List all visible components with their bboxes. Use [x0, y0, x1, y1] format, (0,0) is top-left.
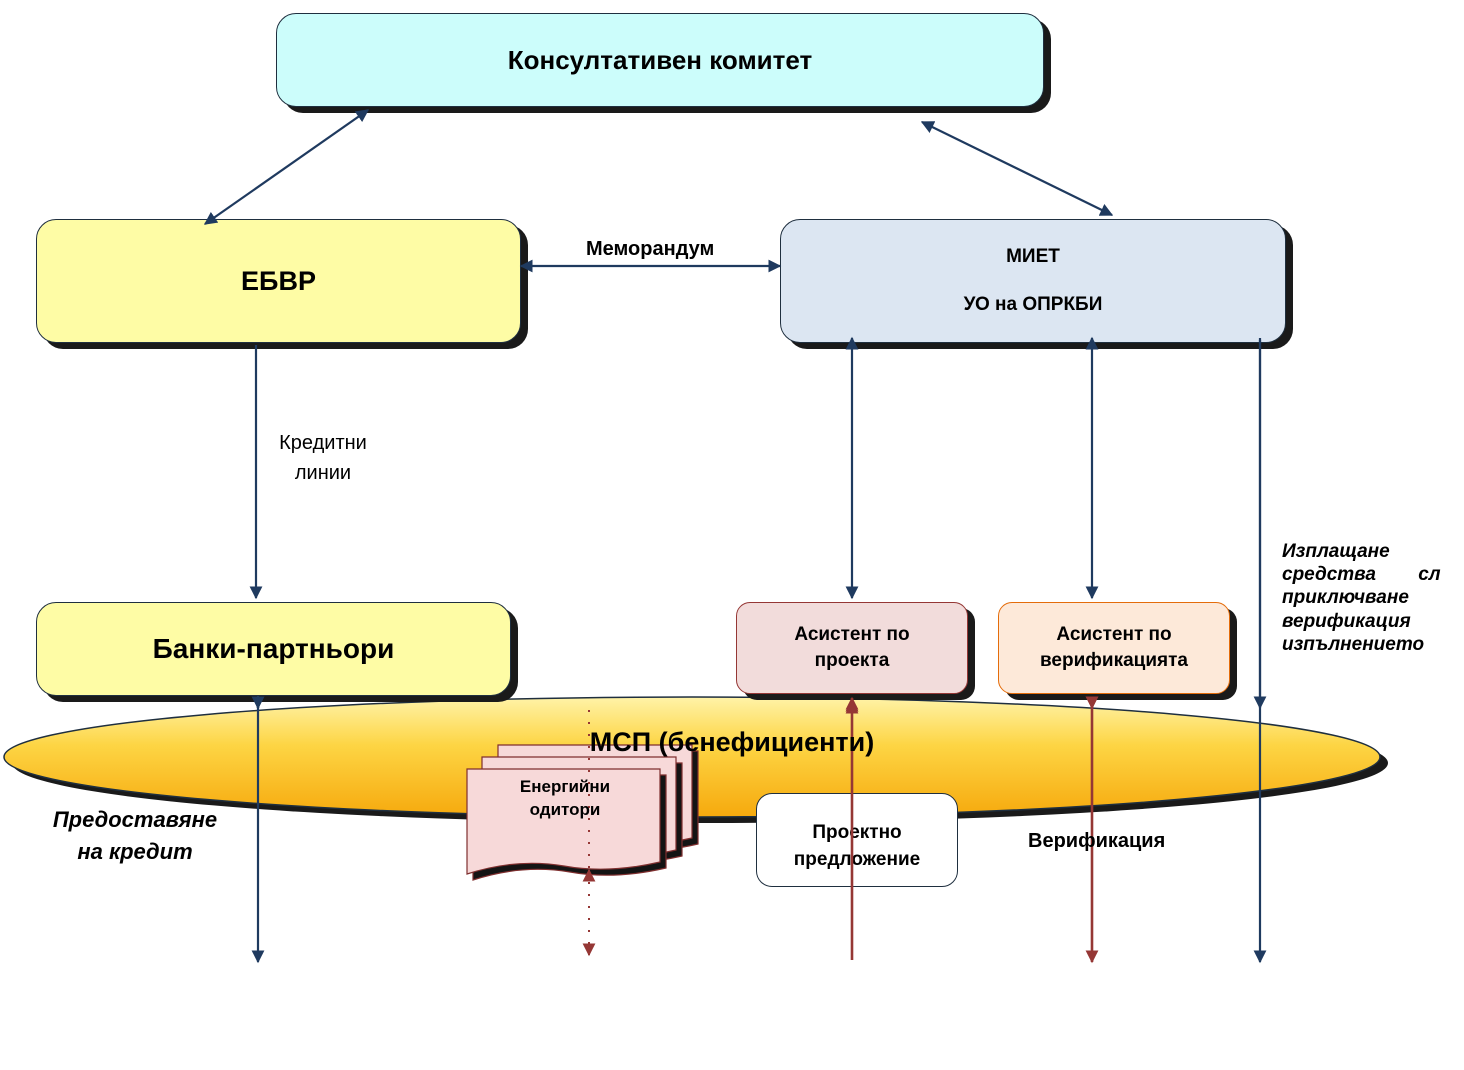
partner-banks-label: Банки-партньори	[152, 633, 395, 664]
credit-lines-line2: линии	[294, 462, 352, 484]
ebrd-box: ЕБВР	[36, 219, 521, 343]
arrow-committee-ebrd	[203, 109, 370, 225]
project-assistant-line2: проекта	[814, 650, 890, 671]
loan-provision-label: Предоставяне на кредит	[20, 804, 250, 868]
verification-label: Верификация	[1028, 830, 1166, 852]
credit-lines-label: Кредитни линии	[250, 428, 396, 488]
project-proposal-box: Проектно предложение	[756, 793, 958, 887]
verification-assistant-line1: Асистент по	[1056, 624, 1172, 646]
miet-label: МИЕТ	[1006, 246, 1060, 267]
loan-provision-line2: на кредит	[77, 838, 193, 864]
memorandum-label: Меморандум	[586, 238, 715, 260]
managing-authority-label: УО на ОПРКБИ	[963, 294, 1103, 315]
miet-box: МИЕТ УО на ОПРКБИ	[780, 219, 1286, 343]
verification-assistant-box: Асистент по верификацията	[998, 602, 1230, 694]
project-assistant-line1: Асистент по	[794, 624, 910, 646]
advisory-committee-label: Консултативен комитет	[507, 44, 813, 75]
project-proposal-line2: предложение	[793, 848, 921, 870]
sme-beneficiaries-label: МСП (бенефициенти)	[589, 727, 875, 757]
project-proposal-line1: Проектно	[812, 822, 902, 843]
advisory-committee-box: Консултативен комитет	[276, 13, 1044, 107]
project-assistant-box: Асистент по проекта	[736, 602, 968, 694]
partner-banks-box: Банки-партньори	[36, 602, 511, 696]
energy-auditors-line1: Енергийни	[519, 777, 611, 796]
verification-assistant-line2: верификацията	[1040, 650, 1188, 671]
arrow-committee-miet	[920, 121, 1114, 216]
energy-auditors-label: Енергийни одитори	[490, 776, 640, 822]
payment-label: Изплащане средства сл приключване верифи…	[1282, 541, 1441, 655]
energy-auditors-line2: одитори	[529, 799, 601, 819]
ebrd-label: ЕБВР	[241, 265, 316, 296]
loan-provision-line1: Предоставяне	[52, 807, 218, 832]
credit-lines-line1: Кредитни	[279, 432, 367, 454]
